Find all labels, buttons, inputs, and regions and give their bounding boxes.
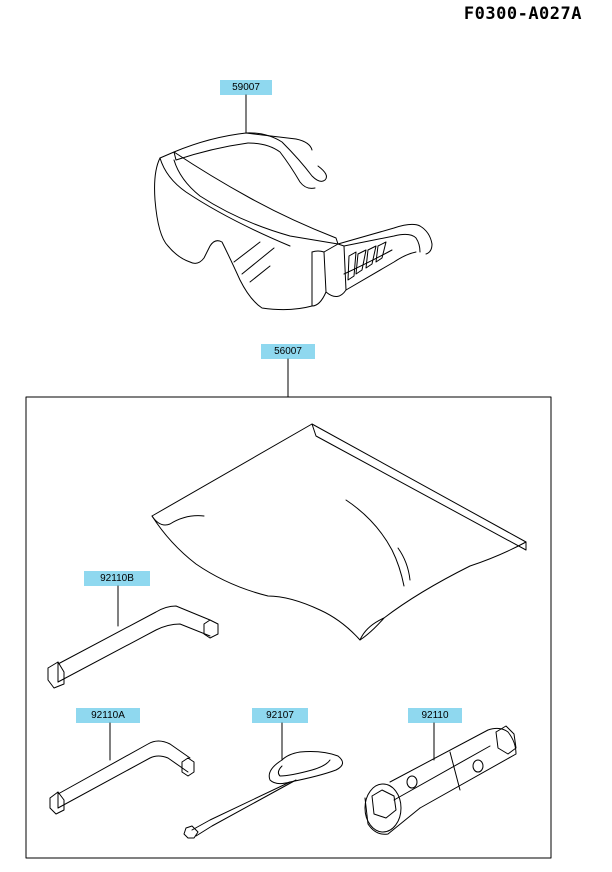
kit-frame xyxy=(25,396,552,859)
part-number-92110[interactable]: 92110 xyxy=(408,708,462,723)
part-number-56007[interactable]: 56007 xyxy=(261,344,315,359)
part-number-92110b[interactable]: 92110B xyxy=(84,571,150,586)
screwdriver-drawing xyxy=(183,751,343,839)
hex-wrench-a-drawing xyxy=(49,740,195,815)
part-number-59007[interactable]: 59007 xyxy=(220,80,272,95)
hex-wrench-b-drawing xyxy=(47,605,219,689)
tool-bag-drawing xyxy=(151,423,527,641)
part-number-92110a[interactable]: 92110A xyxy=(76,708,140,723)
box-wrench-drawing xyxy=(364,725,517,835)
part-number-92107[interactable]: 92107 xyxy=(252,708,308,723)
leader-lines xyxy=(109,94,435,761)
diagram-code: F0300-A027A xyxy=(463,4,582,24)
safety-glasses-drawing xyxy=(154,132,433,311)
